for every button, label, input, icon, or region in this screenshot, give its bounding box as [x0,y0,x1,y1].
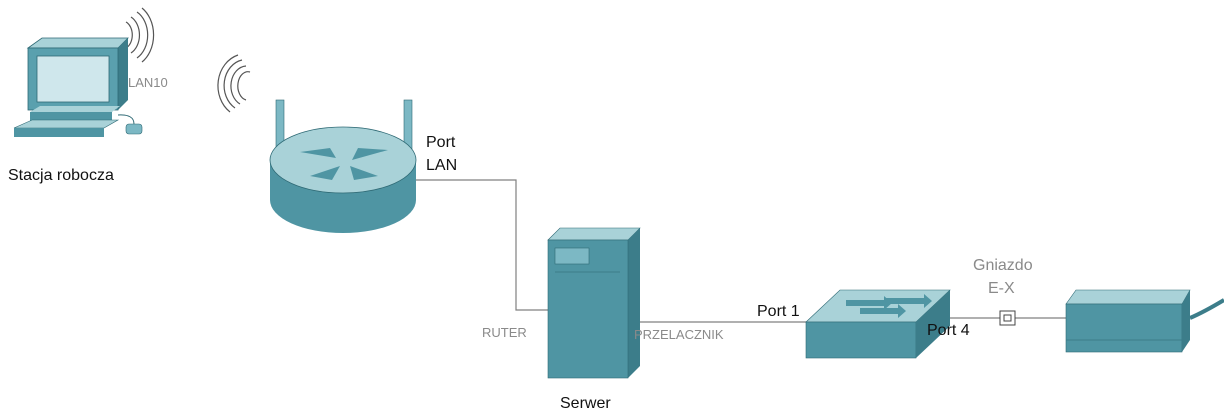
server-tower-icon[interactable] [547,227,641,379]
pc-wireless-icon[interactable] [13,7,155,137]
wall-socket-icon[interactable] [999,310,1016,326]
wifi-signal-icon [217,54,251,113]
modem-icon[interactable] [1065,289,1224,353]
workstation-label: Stacja robocza [8,167,114,184]
server-right-interface-label: PRZELACZNIK [634,327,724,342]
wall-socket-label-line2: E-X [988,280,1015,297]
wall-socket-label-line1: Gniazdo [973,257,1033,274]
wireless-router-icon[interactable] [217,54,417,233]
router-port-label-line1: Port [426,134,456,151]
server-left-interface-label: RUTER [482,325,527,340]
switch-port-out-label: Port 4 [927,322,970,339]
cable-router-server [416,179,548,311]
server-label: Serwer [560,395,611,412]
switch-icon[interactable] [805,289,951,359]
switch-port-in-label: Port 1 [757,303,800,320]
router-port-label-line2: LAN [426,157,458,174]
wifi-signal-icon [125,7,155,63]
wireless-network-label: LAN10 [128,75,168,90]
cables [416,179,1066,323]
